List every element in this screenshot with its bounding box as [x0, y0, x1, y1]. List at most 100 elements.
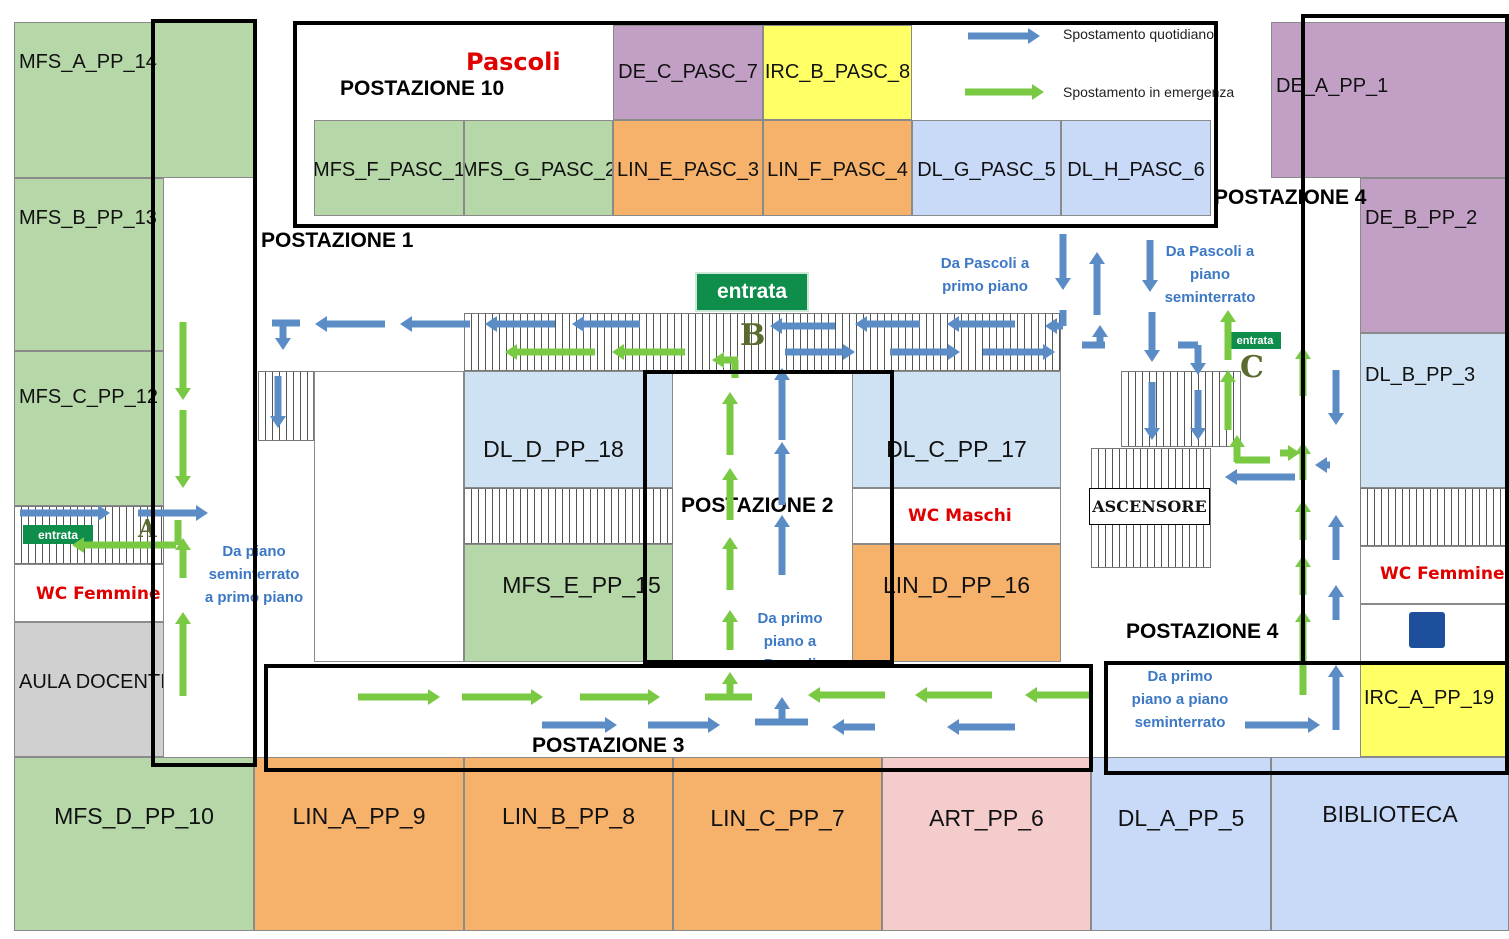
legend-daily-arrow	[968, 28, 1040, 44]
entrance-left-sign: entrata	[23, 525, 93, 544]
daily-arrow	[1328, 585, 1344, 620]
room-label: AULA DOCENTI	[19, 671, 164, 693]
elevator: ASCENSORE	[1089, 488, 1210, 525]
note-primo-semi: Da primo piano a piano seminterrato	[1118, 665, 1242, 734]
postazione-3-label: POSTAZIONE 3	[532, 734, 685, 757]
daily-arrow	[774, 368, 790, 440]
note-line: Da primo	[1147, 668, 1213, 685]
stairs-central-left	[464, 488, 673, 544]
emergency-arrow	[722, 610, 738, 650]
daily-arrow	[1328, 370, 1344, 425]
stairs-right-small	[1121, 371, 1241, 447]
emergency-arrow	[175, 322, 191, 400]
daily-arrow	[1328, 515, 1344, 560]
frame-postazione-2	[643, 370, 894, 664]
legend-emergency-arrow	[965, 84, 1044, 100]
note-line: seminterrato	[1164, 289, 1256, 306]
room-dl-c-pp-17: DL_C_PP_17	[852, 371, 1061, 488]
emergency-arrow	[722, 468, 738, 520]
postazione-1-label: POSTAZIONE 1	[261, 229, 414, 252]
room-label: MFS_C_PP_12	[19, 386, 158, 408]
room-label: LIN_E_PASC_3	[617, 158, 759, 181]
room-de-a-pp-1: DE_A_PP_1	[1271, 22, 1509, 178]
note-pascoli-semi: Da Pascoli a piano seminterrato	[1150, 240, 1270, 309]
emergency-arrow	[722, 672, 738, 697]
room-mfs-c-pp-12: MFS_C_PP_12	[14, 351, 164, 506]
room-lin-e-pasc-3: LIN_E_PASC_3	[613, 120, 763, 216]
room-central-left-block	[314, 371, 464, 662]
room-mfs-d-pp-10: MFS_D_PP_10	[14, 757, 254, 931]
room-lin-a-pp-9: LIN_A_PP_9	[254, 757, 464, 931]
daily-arrow	[1089, 252, 1105, 315]
entrance-left-label: entrata	[37, 527, 78, 542]
room-mfs-b-pp-13: MFS_B_PP_13	[14, 178, 164, 351]
room-art-pp-6: ART_PP_6	[882, 757, 1091, 931]
note-pascoli-primo: Da Pascoli a primo piano	[925, 252, 1045, 298]
daily-arrow	[1315, 457, 1330, 473]
room-label: MFS_A_PP_14	[19, 51, 157, 73]
daily-arrow	[1092, 325, 1108, 345]
daily-arrow	[774, 442, 790, 505]
emergency-arrow	[72, 537, 176, 553]
elevator-label: ASCENSORE	[1092, 497, 1207, 516]
note-line: primo piano	[942, 278, 1028, 295]
room-label: ART_PP_6	[929, 804, 1044, 831]
emergency-arrow	[1220, 370, 1236, 430]
room-lin-f-pasc-4: LIN_F_PASC_4	[763, 120, 912, 216]
room-label: IRC_A_PP_19	[1364, 687, 1495, 709]
room-aula-docenti: AULA DOCENTI	[14, 622, 164, 757]
daily-arrow	[774, 515, 790, 575]
entrance-main-sign: entrata	[695, 272, 809, 312]
daily-arrow	[485, 316, 555, 332]
postazione-4-top-label: POSTAZIONE 4	[1214, 186, 1367, 209]
frame-postazione-1	[151, 19, 257, 767]
emergency-arrow	[505, 344, 595, 360]
stairs-right	[1360, 488, 1509, 546]
emergency-arrow	[915, 687, 992, 703]
daily-arrow	[1144, 382, 1160, 440]
daily-arrow	[1144, 312, 1160, 362]
daily-arrow	[1190, 345, 1206, 375]
room-label: DE_B_PP_2	[1365, 207, 1478, 229]
daily-arrow	[315, 316, 385, 332]
daily-arrow	[832, 719, 875, 735]
room-label: LIN_D_PP_16	[882, 571, 1031, 598]
emergency-arrow	[808, 687, 885, 703]
note-line: Da Pascoli a	[1165, 243, 1255, 260]
daily-arrow	[1225, 469, 1295, 485]
room-de-c-pasc-7: DE_C_PASC_7	[613, 25, 763, 120]
wc-femmine-left-label: WC Femmine	[36, 584, 161, 604]
daily-arrow	[648, 717, 720, 733]
note-line: Da Pascoli a	[940, 255, 1030, 272]
daily-arrow	[542, 717, 617, 733]
room-label: BIBLIOTECA	[1322, 800, 1458, 827]
room-dl-b-pp-3: DL_B_PP_3	[1360, 333, 1509, 488]
room-de-b-pp-2: DE_B_PP_2	[1360, 178, 1509, 333]
emergency-arrow	[580, 689, 660, 705]
daily-arrow	[20, 505, 110, 521]
emergency-arrow	[358, 689, 440, 705]
daily-arrow	[572, 316, 640, 332]
daily-arrow	[400, 316, 470, 332]
room-label: DL_D_PP_18	[483, 436, 624, 462]
daily-arrow	[1142, 240, 1158, 292]
note-line: seminterrato	[1134, 714, 1226, 731]
room-irc-b-pasc-8: IRC_B_PASC_8	[763, 25, 912, 120]
frame-postazione-10	[293, 21, 1218, 228]
room-label: LIN_C_PP_7	[710, 804, 845, 831]
daily-arrow	[1245, 717, 1320, 733]
room-lin-d-pp-16: LIN_D_PP_16	[852, 544, 1061, 662]
room-label: MFS_F_PASC_1	[314, 158, 464, 181]
entrance-right-label: entrata	[1236, 334, 1274, 347]
room-label: MFS_G_PASC_2	[464, 158, 613, 181]
room-wc-femmine-left	[14, 564, 164, 622]
postazione-4-mid-label: POSTAZIONE 4	[1126, 620, 1279, 643]
room-label: DL_H_PASC_6	[1067, 158, 1205, 181]
daily-arrow	[855, 316, 920, 332]
pascoli-title: Pascoli	[466, 48, 561, 76]
note-line: piano a piano	[1131, 691, 1229, 708]
emergency-arrow	[1220, 310, 1236, 360]
frame-postazione-3	[264, 664, 1093, 772]
note-line: piano a	[763, 633, 817, 650]
